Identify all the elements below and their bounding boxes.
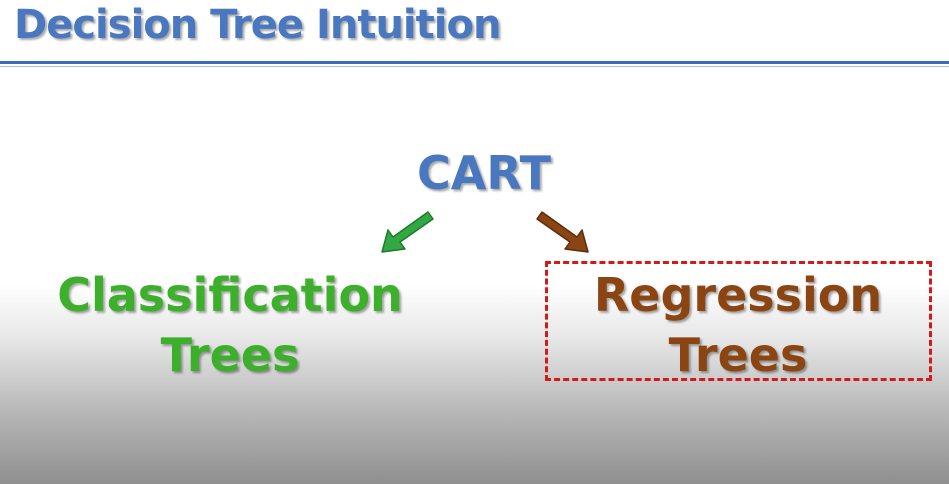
- arrow-down-left-icon: [381, 211, 434, 253]
- title-underline: [0, 61, 949, 64]
- regression-highlight-box: [545, 261, 932, 381]
- arrow-down-right-icon: [536, 211, 589, 253]
- regression-trees-line2: Trees: [668, 328, 808, 382]
- regression-trees-label: Regression Trees: [548, 265, 928, 385]
- classification-trees-label: Classification Trees: [40, 265, 420, 385]
- classification-trees-line1: Classification: [57, 268, 403, 322]
- slide-title: Decision Tree Intuition: [14, 2, 501, 48]
- classification-trees-line2: Trees: [160, 328, 300, 382]
- regression-trees-line1: Regression: [593, 268, 883, 322]
- title-underline-thin: [0, 66, 949, 67]
- root-node-label: CART: [416, 146, 552, 200]
